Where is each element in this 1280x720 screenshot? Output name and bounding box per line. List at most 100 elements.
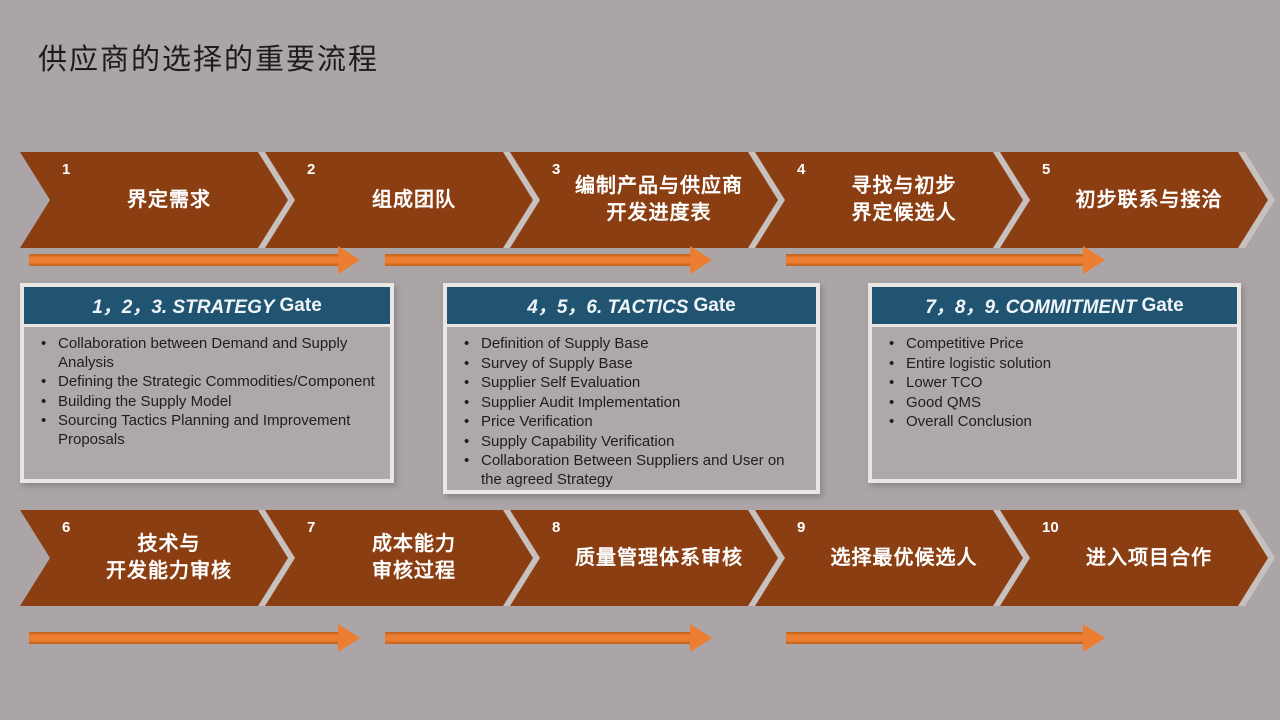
bullet-list: Collaboration between Demand and Supply … <box>30 335 382 449</box>
bullet-item: Supplier Self Evaluation <box>453 374 808 393</box>
flow-arrow <box>29 624 360 652</box>
step-number: 5 <box>1042 161 1051 178</box>
bullet-item: Collaboration Between Suppliers and User… <box>453 452 808 489</box>
commitment-gate-body: Competitive Price Entire logistic soluti… <box>872 335 1237 432</box>
tactics-gate-header: 4，5，6. TACTICS Gate <box>447 287 816 327</box>
flow-arrow <box>385 624 712 652</box>
step-label-line: 组成团队 <box>372 188 456 211</box>
step-number: 4 <box>797 161 806 178</box>
step-label: 组成团队 <box>295 152 533 248</box>
arrow-head <box>1083 624 1105 652</box>
chevron-shape <box>20 152 288 248</box>
bullet-list: Competitive Price Entire logistic soluti… <box>878 335 1229 432</box>
top-process-band: 1 界定需求 2 组成团队 3 编制产品与供应商 开发进度表 <box>20 152 1270 248</box>
process-step-5: 5 初步联系与接洽 <box>1000 152 1268 248</box>
flow-arrow <box>786 624 1105 652</box>
bullet-list: Definition of Supply Base Survey of Supp… <box>453 335 808 489</box>
process-step-4: 4 寻找与初步 界定候选人 <box>755 152 1023 248</box>
arrow-shaft <box>786 254 1085 266</box>
strategy-gate-body: Collaboration between Demand and Supply … <box>24 335 390 449</box>
arrow-shaft <box>29 632 340 644</box>
step-number: 8 <box>552 519 561 536</box>
step-label: 界定需求 <box>50 152 288 248</box>
top-flow-arrows <box>0 246 1280 274</box>
step-number: 1 <box>62 161 71 178</box>
step-label-line: 开发进度表 <box>606 202 712 224</box>
slide-title: 供应商的选择的重要流程 <box>38 44 380 76</box>
step-label: 进入项目合作 <box>1030 510 1268 606</box>
tactics-gate-box: 4，5，6. TACTICS Gate Definition of Supply… <box>443 283 820 494</box>
process-step-6: 6 技术与 开发能力审核 <box>20 510 288 606</box>
bullet-item: Supplier Audit Implementation <box>453 394 808 413</box>
bullet-item: Price Verification <box>453 413 808 432</box>
step-label: 成本能力 审核过程 <box>295 510 533 606</box>
strategy-gate-header: 1，2，3. STRATEGY Gate <box>24 287 390 327</box>
step-label-line: 成本能力 <box>372 533 456 555</box>
bullet-item: Collaboration between Demand and Supply … <box>30 335 382 372</box>
step-label-line: 选择最优候选人 <box>830 546 978 569</box>
bottom-flow-arrows <box>0 624 1280 652</box>
step-label-line: 进入项目合作 <box>1086 546 1212 569</box>
commitment-gate-header: 7，8，9. COMMITMENT Gate <box>872 287 1237 327</box>
bullet-item: Good QMS <box>878 394 1229 413</box>
step-label-line: 质量管理体系审核 <box>575 546 743 569</box>
gate-title-regular: Gate <box>693 294 736 316</box>
flow-arrow <box>29 246 360 274</box>
gate-title-italic: 7，8，9. COMMITMENT <box>925 297 1137 318</box>
bullet-item: Supply Capability Verification <box>453 433 808 452</box>
process-step-3: 3 编制产品与供应商 开发进度表 <box>510 152 778 248</box>
step-number: 10 <box>1042 519 1059 536</box>
arrow-head <box>338 624 360 652</box>
chevron-shape <box>1000 152 1268 248</box>
strategy-gate-box: 1，2，3. STRATEGY Gate Collaboration betwe… <box>20 283 394 483</box>
chevron-shape <box>20 510 288 606</box>
arrow-shaft <box>29 254 340 266</box>
step-label: 寻找与初步 界定候选人 <box>785 152 1023 248</box>
process-step-7: 7 成本能力 审核过程 <box>265 510 533 606</box>
step-label-line: 技术与 <box>137 533 201 555</box>
bullet-item: Building the Supply Model <box>30 393 382 412</box>
commitment-gate-box: 7，8，9. COMMITMENT Gate Competitive Price… <box>868 283 1241 483</box>
bullet-item: Entire logistic solution <box>878 355 1229 374</box>
step-label: 选择最优候选人 <box>785 510 1023 606</box>
process-step-9: 9 选择最优候选人 <box>755 510 1023 606</box>
step-label-line: 初步联系与接洽 <box>1075 188 1223 211</box>
arrow-head <box>690 624 712 652</box>
bottom-process-band: 6 技术与 开发能力审核 7 成本能力 审核过程 8 质量管理体系审核 <box>20 510 1270 606</box>
flow-arrow <box>385 246 712 274</box>
step-label: 初步联系与接洽 <box>1030 152 1268 248</box>
step-label: 技术与 开发能力审核 <box>50 510 288 606</box>
step-number: 2 <box>307 161 316 178</box>
step-number: 9 <box>797 519 806 536</box>
flow-arrow <box>786 246 1105 274</box>
step-label-line: 审核过程 <box>372 560 456 582</box>
bullet-item: Sourcing Tactics Planning and Improvemen… <box>30 412 382 449</box>
arrow-head <box>338 246 360 274</box>
process-step-8: 8 质量管理体系审核 <box>510 510 778 606</box>
step-number: 6 <box>62 519 71 536</box>
chevron-shape <box>1000 510 1268 606</box>
chevron-shape <box>265 152 533 248</box>
arrow-head <box>1083 246 1105 274</box>
arrow-shaft <box>786 632 1085 644</box>
bullet-item: Competitive Price <box>878 335 1229 354</box>
process-step-1: 1 界定需求 <box>20 152 288 248</box>
step-label-line: 寻找与初步 <box>851 175 957 197</box>
arrow-head <box>690 246 712 274</box>
bullet-item: Survey of Supply Base <box>453 355 808 374</box>
step-number: 7 <box>307 519 316 536</box>
chevron-shape <box>755 152 1023 248</box>
arrow-shaft <box>385 632 692 644</box>
gate-title-regular: Gate <box>279 294 322 316</box>
bullet-item: Lower TCO <box>878 374 1229 393</box>
gate-title-regular: Gate <box>1141 294 1184 316</box>
chevron-shape <box>510 152 778 248</box>
chevron-shape <box>510 510 778 606</box>
bullet-item: Definition of Supply Base <box>453 335 808 354</box>
step-label-line: 界定需求 <box>127 188 211 211</box>
arrow-shaft <box>385 254 692 266</box>
step-label-line: 编制产品与供应商 <box>575 175 743 197</box>
bullet-item: Overall Conclusion <box>878 413 1229 432</box>
chevron-shape <box>265 510 533 606</box>
